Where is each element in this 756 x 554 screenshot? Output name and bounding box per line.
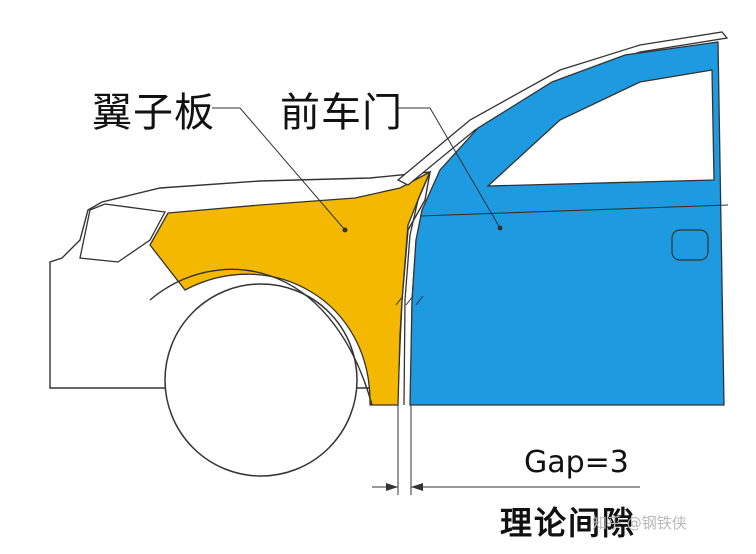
door-handle [671, 229, 709, 261]
windshield-frame [396, 31, 729, 186]
fender-label: 翼子板 [92, 90, 215, 136]
fender-leader-line [212, 107, 346, 231]
door-leader-line [398, 107, 501, 229]
front-door-label: 前车门 [280, 90, 403, 136]
dimension-arrow-left [386, 483, 398, 491]
headlight [79, 203, 167, 263]
gap-value-label: Gap=3 [524, 445, 629, 480]
fender-leader-dot [342, 227, 348, 233]
fender-panel [149, 170, 432, 406]
theoretical-gap-label: 理论间隙 [500, 504, 637, 542]
a-pillar-line [403, 171, 431, 406]
front-wheel [164, 283, 358, 477]
door-window [486, 69, 715, 187]
door-leader-dot [497, 225, 503, 231]
dimension-arrow-right [411, 483, 423, 491]
wheel-arch [149, 268, 373, 406]
watermark: 知乎 @钢铁侠 [592, 514, 687, 532]
door-belt-line [419, 204, 729, 217]
gap-tick-marks [395, 295, 424, 306]
